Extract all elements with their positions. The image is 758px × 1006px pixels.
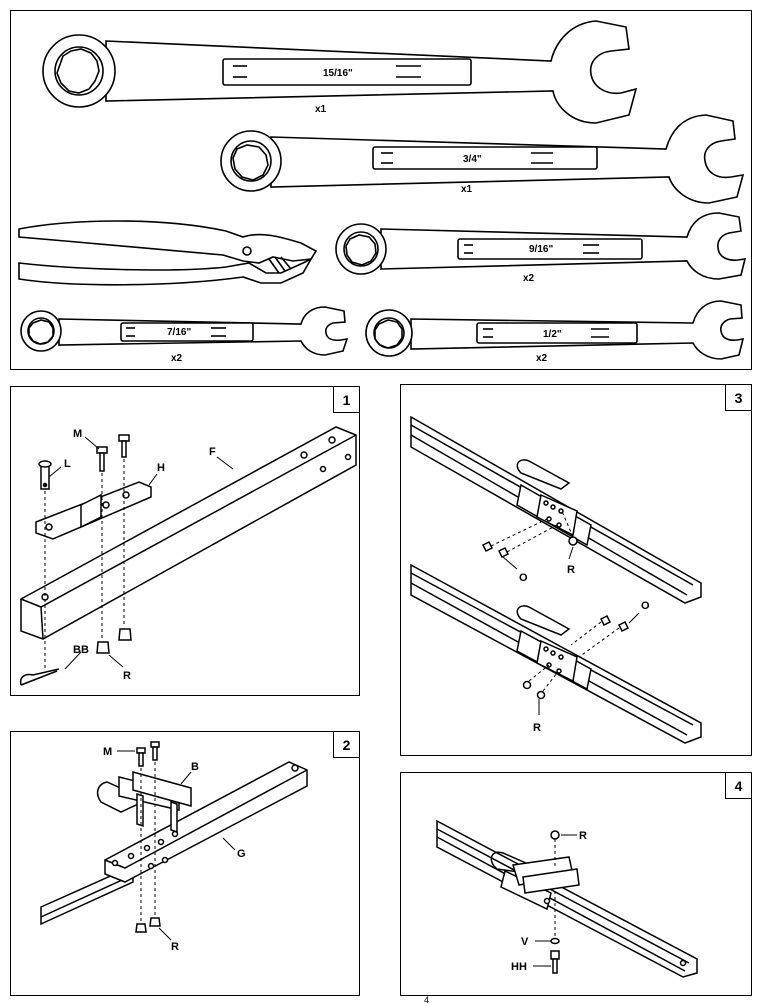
step-1-illustration: M L H F BB R [19,426,357,686]
label-o-upper: O [519,572,528,584]
wrench-15-16-size: 15/16" [323,68,353,79]
tools-illustration: 15/16" x1 3/4" x1 [18,20,747,364]
pliers-icon [18,220,318,286]
label-r-upper: R [567,564,575,576]
step-2-panel: 2 [10,731,360,996]
wrench-3-4-size: 3/4" [463,154,482,165]
label-b: B [191,761,199,773]
bolt-o-icon [481,540,494,553]
label-r: R [123,670,131,682]
wrench-1-2-size: 1/2" [543,329,562,340]
wrench-1-2-qty: x2 [536,353,548,364]
washer-v-icon [550,937,560,945]
bolt-m-icon [96,446,108,454]
step-4-number: 4 [725,773,751,799]
wrench-3-4-qty: x1 [461,184,473,195]
wrench-7-16-icon [20,306,349,356]
wrench-3-4-icon [220,114,745,204]
hitch-clip-bb-icon [19,668,60,686]
wrench-15-16-icon [42,20,638,124]
label-r-lower: R [533,722,541,734]
label-o-lower: O [641,600,650,612]
label-m: M [103,746,112,758]
wrench-15-16-qty: x1 [315,104,327,115]
step-2-number: 2 [333,732,359,758]
label-bb: BB [73,644,89,656]
label-v: V [521,936,529,948]
nut-r-icon [135,923,147,933]
label-h: H [157,462,165,474]
step-3-panel: 3 [400,384,752,756]
wrench-1-2-icon [365,300,745,360]
step-2-illustration: M B G R [40,741,308,953]
label-r: R [579,830,587,842]
step-3-illustration: O R O R [410,415,702,744]
label-m: M [73,428,82,440]
step-1-number: 1 [333,387,359,413]
label-g: G [237,848,246,860]
nut-r-icon [550,830,560,840]
nut-r-icon [96,641,110,654]
wrench-7-16-size: 7/16" [167,327,191,338]
tools-panel: 15/16" x1 3/4" x1 [10,10,752,370]
step-1-panel: 1 [10,386,360,696]
label-hh: HH [511,961,527,973]
wrench-9-16-qty: x2 [523,273,535,284]
nut-r-icon [568,536,578,546]
tube-f-icon [20,426,357,640]
label-r: R [171,941,179,953]
bolt-m-icon [136,747,146,754]
wrench-9-16-size: 9/16" [529,244,553,255]
bolt-hh-icon [550,950,560,960]
wrench-7-16-qty: x2 [171,353,183,364]
step-4-illustration: R V HH [436,819,698,978]
tube-icon [436,819,698,978]
page-number: 4 [424,995,430,1005]
label-l: L [64,458,71,470]
wrench-9-16-icon [335,212,747,280]
step-3-number: 3 [725,385,751,411]
step-4-panel: 4 R V HH [400,772,752,996]
label-f: F [209,446,216,458]
